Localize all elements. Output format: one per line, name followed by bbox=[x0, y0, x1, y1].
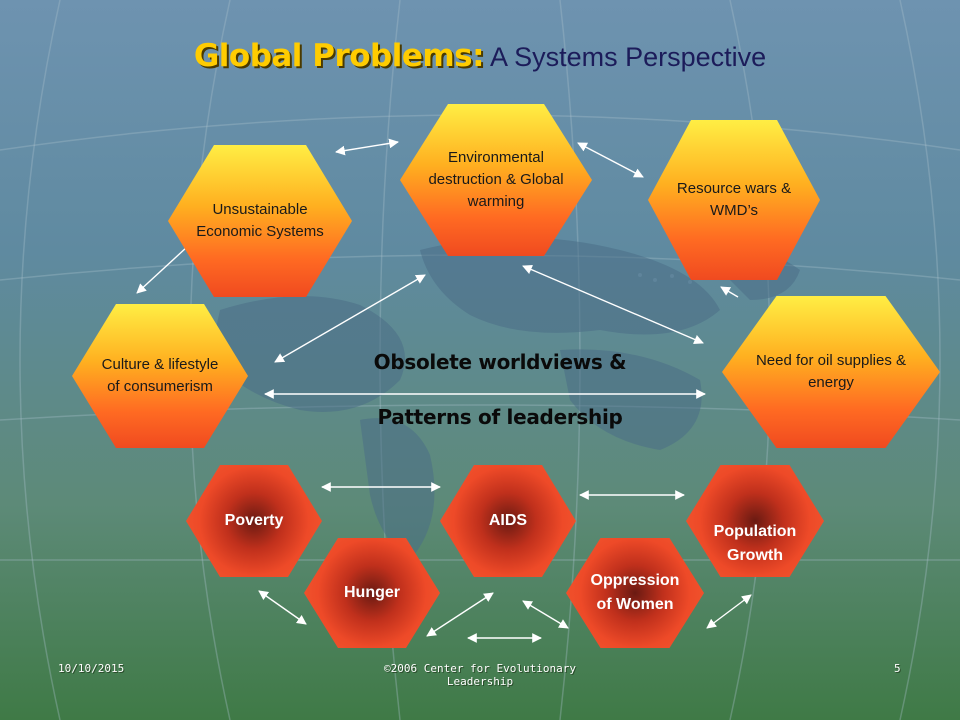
node-aids-label: AIDS bbox=[488, 512, 528, 529]
arrow-unsustainable-culture bbox=[136, 246, 188, 294]
arrow-hunger-aids bbox=[426, 592, 494, 637]
node-oil-label: Need for oil supplies & energy bbox=[755, 352, 907, 391]
title-subtitle: A Systems Perspective bbox=[484, 42, 767, 72]
node-poverty-label: Poverty bbox=[224, 512, 284, 529]
arrow-unsustainable-environmental bbox=[335, 138, 399, 156]
center-line-2: Patterns of leadership bbox=[377, 405, 623, 429]
slide-title: Global Problems: A Systems Perspective bbox=[0, 38, 960, 74]
arrow-oppression-population bbox=[706, 594, 752, 629]
node-population-label: Population Growth bbox=[713, 523, 797, 564]
node-hunger-label: Hunger bbox=[344, 584, 400, 601]
arrow-oil-resource bbox=[720, 286, 739, 298]
node-resource-wars-label: Resource wars & WMD’s bbox=[676, 180, 792, 219]
node-environmental-label: Environmental destruction & Global warmi… bbox=[428, 149, 564, 210]
arrow-culture-environmental bbox=[274, 274, 426, 363]
arrow-poverty-hunger bbox=[258, 590, 307, 625]
footer-copyright: ©2006 Center for Evolutionary Leadership bbox=[383, 662, 577, 688]
center-line-1: Obsolete worldviews & bbox=[373, 350, 627, 374]
arrow-aids-oppression bbox=[522, 600, 569, 629]
node-unsustainable-label: Unsustainable Economic Systems bbox=[196, 201, 324, 240]
node-resource-wars: Resource wars & WMD’s bbox=[648, 120, 820, 280]
node-oppression-label: Oppression of Women bbox=[590, 572, 680, 613]
footer-date: 10/10/2015 bbox=[58, 662, 125, 675]
connection-arrows bbox=[136, 138, 752, 643]
title-bold: Global Problems: bbox=[193, 38, 485, 74]
footer-page-number: 5 bbox=[894, 662, 901, 675]
arrow-environmental-resource bbox=[577, 142, 644, 178]
node-culture-label: Culture & lifestyle of consumerism bbox=[101, 356, 219, 395]
arrow-environmental-oil bbox=[522, 264, 704, 345]
